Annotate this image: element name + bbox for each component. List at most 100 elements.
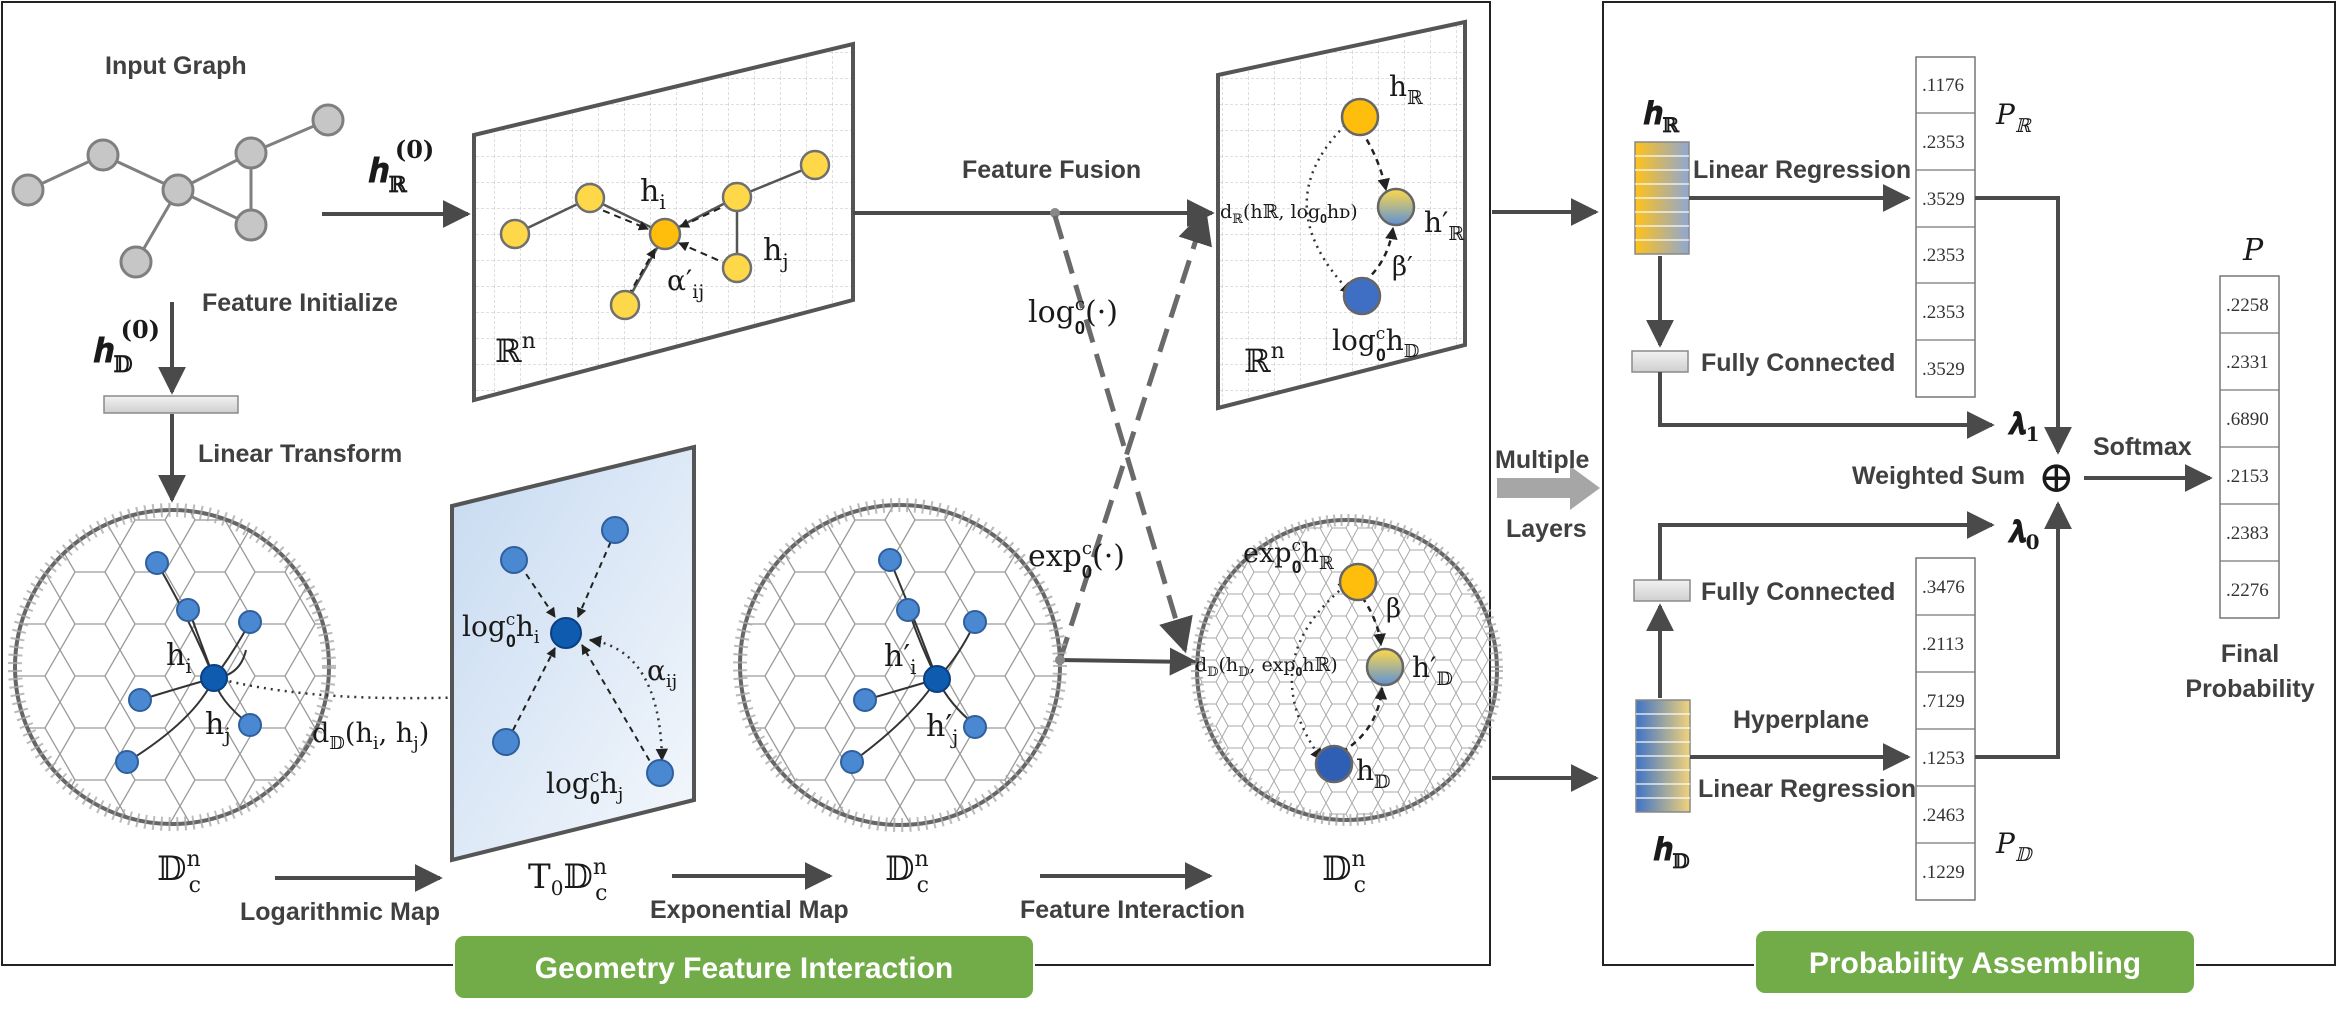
feature-initialize-label: Feature Initialize: [202, 289, 398, 317]
probability-label: Probability: [2185, 675, 2314, 703]
fully-connected-top-label: Fully Connected: [1701, 349, 1895, 377]
linear-transform-label: Linear Transform: [198, 440, 402, 468]
h-d0-label: 𝒉𝔻(0): [93, 315, 160, 378]
interaction-junction: [1055, 655, 1065, 665]
arrow-pd-sum: [1975, 501, 2072, 759]
pd-value: .2463: [1922, 805, 1965, 826]
pd-value: .7129: [1922, 691, 1965, 712]
pr-value: .2353: [1922, 245, 1965, 266]
h-R-prime-label: h′ℝ: [1424, 206, 1464, 245]
euclidean-plane-2: [1216, 19, 1467, 411]
geometry-banner-label: Geometry Feature Interaction: [535, 952, 953, 985]
logarithmic-map-label: Logarithmic Map: [240, 898, 440, 926]
dD-hihj-label: d𝔻(hi, hj): [312, 718, 429, 754]
geometry-banner: [453, 934, 1035, 1000]
exponential-map-label: Exponential Map: [650, 896, 849, 924]
hj-label-euclid: hj: [763, 233, 789, 273]
linear-transform-bar: [103, 395, 239, 414]
probability-banner: [1754, 929, 2196, 995]
hyperplane-label: Hyperplane: [1733, 706, 1869, 734]
feature-interaction-label: Feature Interaction: [1020, 896, 1245, 924]
pr-value: .2353: [1922, 302, 1965, 323]
probability-banner-label: Probability Assembling: [1809, 947, 2141, 980]
interaction-arrow: [1059, 647, 1198, 676]
poincare-disk-3: [1191, 514, 1503, 826]
pr-value: .3529: [1922, 189, 1965, 210]
pd-value: .3476: [1922, 577, 1965, 598]
pr-value: .2353: [1922, 132, 1965, 153]
tangent-space: [450, 444, 696, 863]
h-D-prime-label: h′𝔻: [1412, 651, 1453, 690]
rn-label-1: ℝn: [495, 329, 536, 370]
linear-regression-top-label: Linear Regression: [1693, 156, 1911, 184]
beta-prime-label: β′: [1392, 252, 1413, 282]
P-label: P: [2242, 233, 2264, 268]
hj-prime-label: h′j: [926, 709, 958, 749]
euclidean-plane-1: [472, 41, 855, 403]
pr-value: .1176: [1922, 75, 1964, 96]
alpha-label: αij: [647, 654, 677, 692]
h-R-label: hℝ: [1389, 70, 1423, 109]
fc-top-bar: [1631, 350, 1689, 373]
h-D-label: h𝔻: [1356, 754, 1391, 793]
dD-label: d𝔻(h𝔻, exp𝟎hℝ): [1195, 654, 1338, 680]
oplus-symbol: ⊕: [2038, 452, 2075, 503]
cross-dashed-lines: [1052, 208, 1212, 661]
lambda1-label: 𝝀1: [2007, 407, 2040, 446]
lambda0-label: 𝝀0: [2007, 515, 2040, 554]
hj-label-disk1: hj: [205, 707, 231, 747]
beta-label: β: [1386, 594, 1401, 624]
bold-hD-label: 𝒉𝔻: [1653, 830, 1690, 873]
linear-regression-bottom-label: Linear Regression: [1698, 775, 1916, 803]
fc-bottom-bar: [1633, 579, 1691, 602]
hi-prime-label: h′i: [884, 639, 917, 679]
alpha-prime-label: α′ij: [667, 264, 704, 303]
weighted-sum-label: Weighted Sum: [1852, 462, 2025, 490]
arrow-fc-lambda1: [1658, 372, 1995, 439]
P-R-label: Pℝ: [1995, 98, 2032, 137]
p-vector: .2258 .2331 .6890 .2153 .2383 .2276: [2219, 275, 2280, 619]
pd-vector: .3476 .2113 .7129 .1253 .2463 .1229: [1915, 557, 1976, 901]
hD-vector: [1635, 699, 1691, 813]
multiple-label: Multiple: [1495, 446, 1590, 474]
final-label: Final: [2221, 640, 2279, 668]
P-D-label: P𝔻: [1995, 827, 2034, 866]
hi-label-disk1: hi: [166, 638, 192, 678]
feature-fusion-label: Feature Fusion: [962, 156, 1141, 184]
input-graph-nodes: [11, 103, 345, 279]
softmax-label: Softmax: [2093, 433, 2192, 461]
fusion-junction: [1050, 208, 1060, 218]
layers-label: Layers: [1506, 515, 1587, 543]
h-r0-label: 𝒉ℝ(0): [368, 135, 434, 198]
pr-value: .3529: [1922, 359, 1965, 380]
pd-value: .1229: [1922, 862, 1965, 883]
arrow-pr-sum: [1975, 196, 2072, 455]
p-value: .2258: [2226, 295, 2269, 316]
input-graph-label: Input Graph: [105, 52, 247, 80]
p-value: .6890: [2226, 409, 2269, 430]
hi-label-euclid: hi: [640, 174, 666, 214]
rn-label-2: ℝn: [1244, 339, 1285, 380]
hR-vector: [1634, 141, 1690, 255]
multiple-layers-arrow: [1497, 466, 1600, 510]
p-value: .2331: [2226, 352, 2269, 373]
fully-connected-bottom-label: Fully Connected: [1701, 578, 1895, 606]
dR-label: dℝ(hℝ, log𝟎hᴅ): [1220, 201, 1358, 227]
pd-value: .2113: [1922, 634, 1964, 655]
p-value: .2153: [2226, 466, 2269, 487]
p-value: .2276: [2226, 580, 2269, 601]
p-value: .2383: [2226, 523, 2269, 544]
pr-vector: .1176 .2353 .3529 .2353 .2353 .3529: [1915, 56, 1976, 398]
pd-value: .1253: [1922, 748, 1965, 769]
arrow-fc-lambda0: [1658, 511, 1995, 580]
